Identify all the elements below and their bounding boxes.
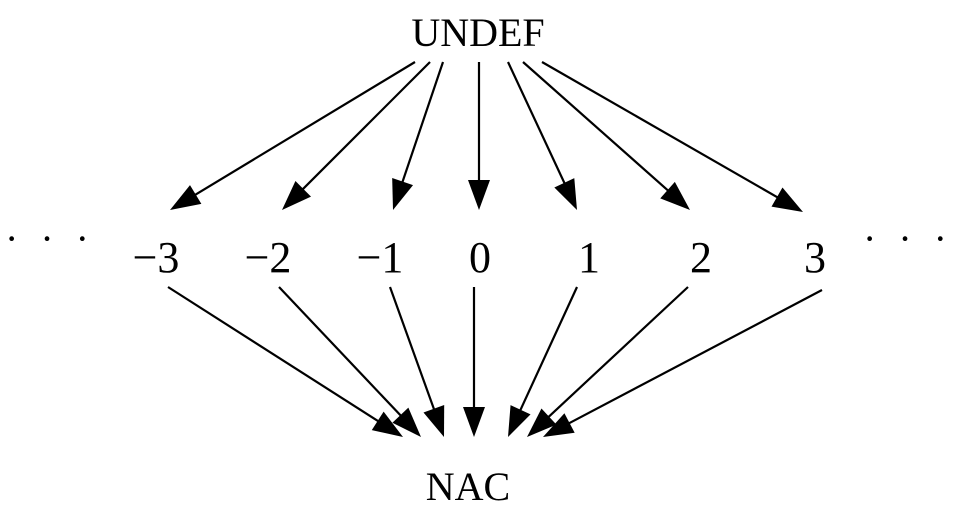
arrow-2-to-nac-arrowhead	[527, 408, 557, 437]
arrow-neg-2-to-nac	[278, 286, 421, 437]
arrow-neg-1-to-nac-line	[388, 286, 436, 412]
arrow-undef-to-neg-3-line	[193, 61, 416, 197]
arrow-neg-3-to-nac-arrowhead	[371, 411, 403, 437]
arrow-undef-to-2-arrowhead	[660, 181, 690, 210]
arrow-undef-to-neg-2	[282, 61, 431, 210]
arrow-1-to-nac	[508, 286, 578, 437]
value-node-1: 1	[578, 233, 600, 282]
value-node-neg-2: −2	[245, 233, 292, 282]
arrow-3-to-nac-arrowhead	[543, 413, 575, 437]
arrow-neg-2-to-nac-line	[278, 286, 403, 418]
arrow-3-to-nac-line	[567, 289, 823, 425]
value-node-2: 2	[690, 233, 712, 282]
arrow-undef-to-neg-3	[170, 61, 416, 210]
arrow-undef-to-1-line	[507, 61, 567, 186]
arrow-undef-to-0-arrowhead	[468, 180, 490, 210]
arrow-undef-to-0	[468, 62, 490, 210]
arrow-undef-to-1	[507, 61, 577, 210]
arrow-1-to-nac-line	[518, 286, 578, 413]
arrow-undef-to-3-line	[541, 61, 780, 200]
arrow-undef-to-neg-1-arrowhead	[392, 178, 414, 210]
arrow-undef-to-neg-1-line	[400, 61, 445, 184]
arrow-neg-3-to-nac	[167, 286, 403, 437]
arrow-3-to-nac	[543, 289, 823, 437]
arrow-neg-1-to-nac-arrowhead	[423, 405, 445, 437]
right-ellipsis: · · ·	[863, 216, 953, 261]
arrow-neg-3-to-nac-line	[167, 286, 380, 423]
arrow-undef-to-neg-2-line	[301, 61, 431, 191]
arrow-0-to-nac	[463, 287, 485, 437]
top-node-label: UNDEF	[411, 10, 544, 55]
arrow-undef-to-neg-1	[392, 61, 445, 210]
arrow-neg-1-to-nac	[388, 286, 445, 437]
arrow-neg-2-to-nac-arrowhead	[392, 407, 421, 437]
left-ellipsis: · · ·	[5, 216, 95, 261]
arrow-2-to-nac-line	[546, 286, 689, 419]
edge-layer	[167, 61, 823, 437]
value-node-0: 0	[469, 233, 491, 282]
arrow-0-to-nac-arrowhead	[463, 407, 485, 437]
arrow-undef-to-2	[522, 61, 690, 210]
value-node-neg-3: −3	[133, 233, 180, 282]
arrow-undef-to-2-line	[522, 61, 670, 193]
arrow-undef-to-3-arrowhead	[771, 187, 803, 212]
arrow-2-to-nac	[527, 286, 689, 437]
arrow-undef-to-1-arrowhead	[554, 178, 577, 210]
value-node-3: 3	[804, 233, 826, 282]
arrow-undef-to-neg-2-arrowhead	[282, 181, 311, 210]
arrow-undef-to-3	[541, 61, 803, 212]
bottom-node-label: NAC	[426, 464, 510, 509]
arrow-undef-to-neg-3-arrowhead	[170, 185, 202, 210]
arrow-1-to-nac-arrowhead	[508, 405, 531, 437]
value-node-neg-1: −1	[357, 233, 404, 282]
